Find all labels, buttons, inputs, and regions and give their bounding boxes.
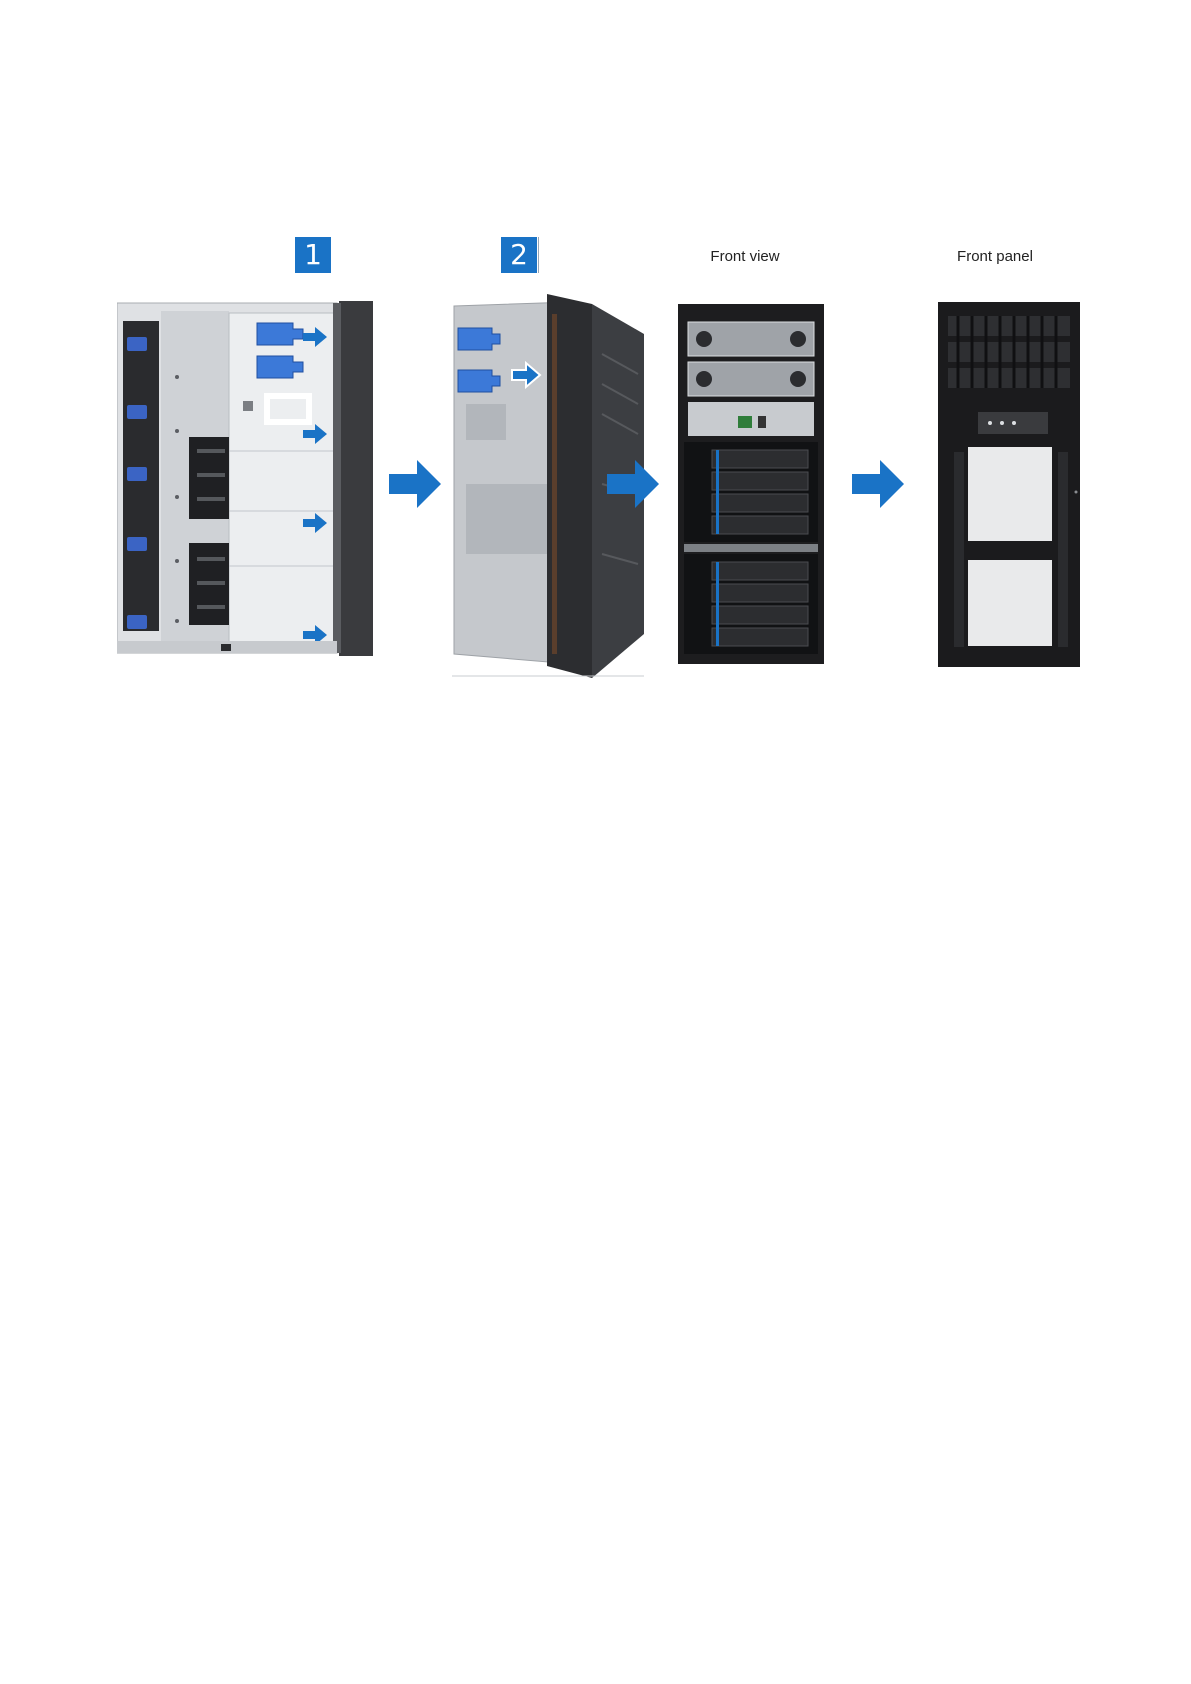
right-arrow-icon (852, 460, 904, 508)
front-view-image (678, 304, 824, 664)
step-2-divider (538, 237, 539, 273)
front-view-caption: Front view (690, 248, 800, 265)
step-1-badge: 1 (295, 237, 331, 273)
right-arrow-icon (607, 460, 659, 508)
front-panel-caption: Front panel (940, 248, 1050, 265)
right-arrow-icon (389, 460, 441, 508)
chassis-side-open-image (117, 301, 377, 656)
removal-procedure-figure: 1 2 Front view Front panel (0, 0, 1191, 700)
step-2-badge: 2 (501, 237, 537, 273)
front-panel-image (938, 302, 1080, 667)
